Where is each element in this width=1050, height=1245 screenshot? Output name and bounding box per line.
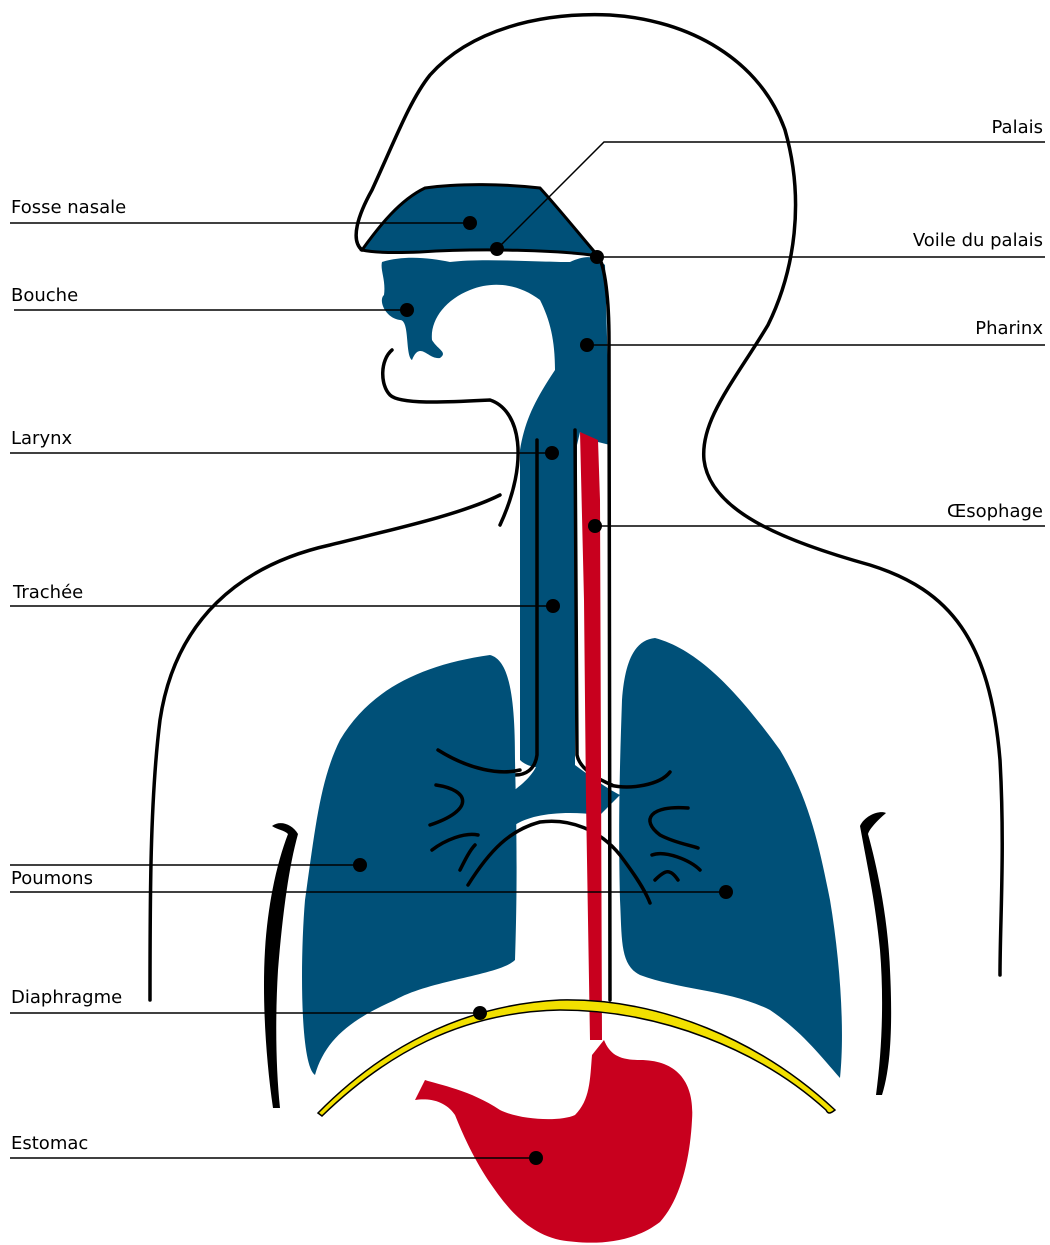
airway: [302, 185, 842, 1078]
dot-diaphragme: [473, 1006, 487, 1020]
jaw-outline: [383, 350, 518, 525]
label-voile-du-palais: Voile du palais: [913, 230, 1043, 251]
diaphragm: [318, 1000, 835, 1116]
trachea: [500, 445, 620, 825]
dot-trachee: [546, 599, 560, 613]
label-diaphragme: Diaphragme: [11, 987, 122, 1008]
label-estomac: Estomac: [11, 1133, 88, 1154]
label-larynx: Larynx: [11, 428, 73, 449]
dot-poumons-right: [719, 885, 733, 899]
dot-voile: [590, 250, 604, 264]
label-trachee: Trachée: [12, 582, 83, 603]
dot-palais: [490, 242, 504, 256]
label-poumons: Poumons: [11, 868, 93, 889]
dot-oesophage: [588, 519, 602, 533]
dot-poumons-left: [353, 858, 367, 872]
label-pharinx: Pharinx: [975, 318, 1043, 339]
label-bouche: Bouche: [11, 285, 78, 306]
dot-pharinx: [580, 338, 594, 352]
stomach: [415, 1040, 692, 1243]
dot-estomac: [529, 1151, 543, 1165]
dot-fosse-nasale: [463, 216, 477, 230]
label-fosse-nasale: Fosse nasale: [11, 197, 126, 218]
dot-bouche: [400, 303, 414, 317]
left-rib: [264, 823, 298, 1108]
nasal-cavity: [362, 185, 598, 256]
label-palais: Palais: [992, 117, 1044, 138]
label-oesophage: Œsophage: [947, 501, 1043, 522]
right-rib: [860, 812, 891, 1095]
dot-larynx: [545, 446, 559, 460]
